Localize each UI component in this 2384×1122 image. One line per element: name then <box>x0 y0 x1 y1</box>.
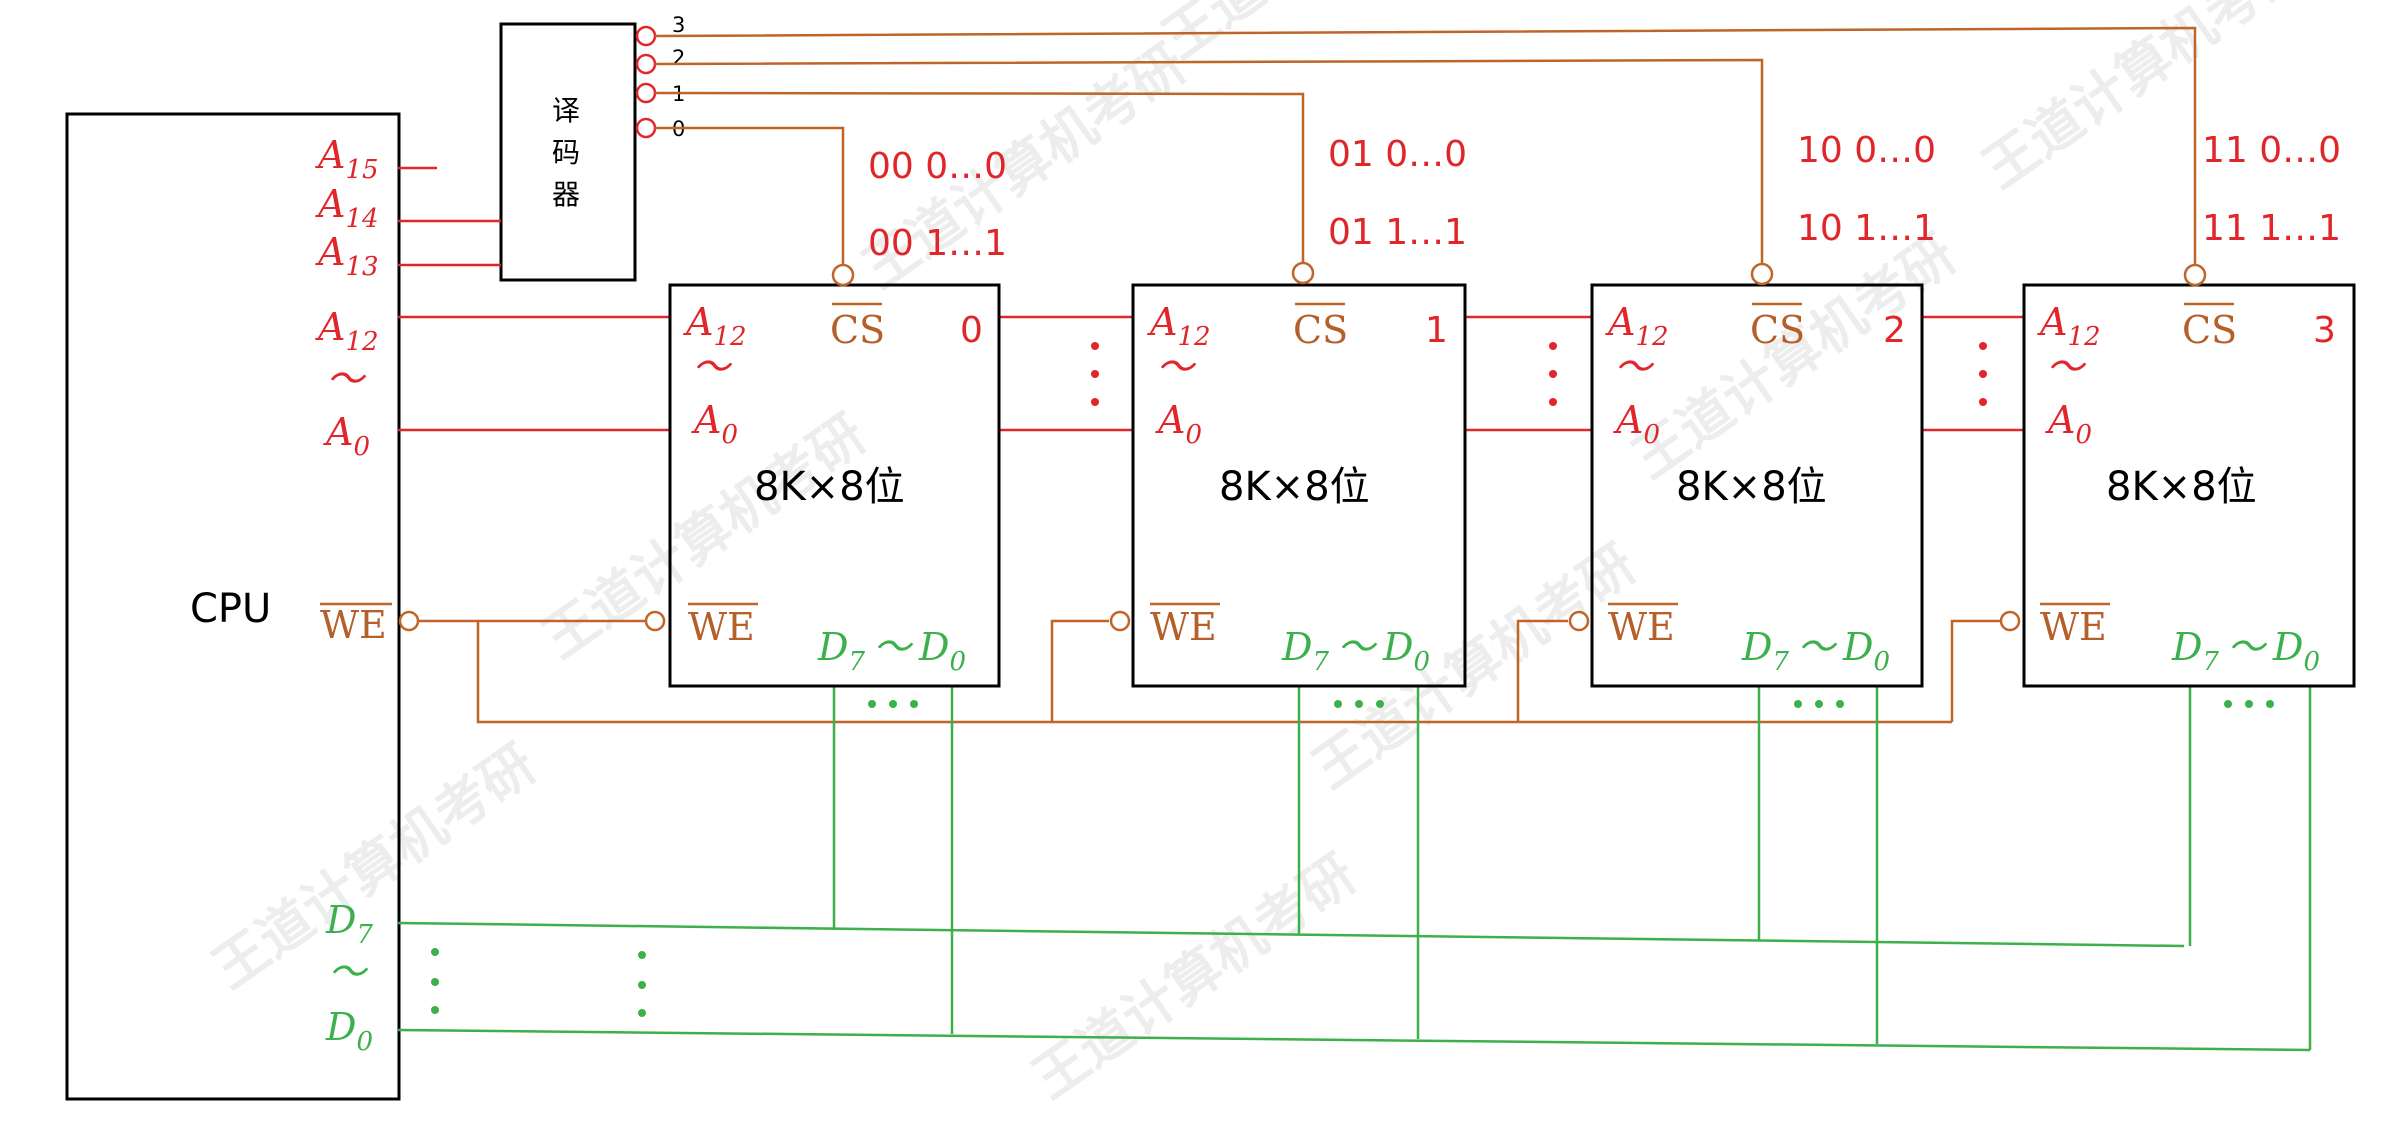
svg-text:CS: CS <box>830 308 885 352</box>
svg-text:D7～D0: D7～D0 <box>817 625 966 677</box>
svg-text:D7: D7 <box>325 898 373 950</box>
decoder-label-1: 译 <box>552 94 580 127</box>
cpu-pin-we: WE <box>320 603 387 647</box>
cpu-pin-a13: A13 <box>315 230 379 282</box>
svg-text:A0: A0 <box>2045 398 2092 450</box>
svg-text:A12: A12 <box>1605 300 1669 352</box>
svg-text:A12: A12 <box>1147 300 1211 352</box>
chip-index: 0 <box>960 310 983 351</box>
cpu-address-range-tilde: ～ <box>326 357 367 401</box>
svg-text:A12: A12 <box>683 300 747 352</box>
cs-line-chip-0 <box>655 126 845 266</box>
cpu-pin-a0: A0 <box>323 410 370 462</box>
data-drop-ellipsis <box>868 700 2274 708</box>
chip-capacity: 8K×8位 <box>2106 464 2257 510</box>
svg-text:～: ～ <box>1156 345 1197 389</box>
chip-capacity: 8K×8位 <box>1676 464 1827 510</box>
svg-text:CS: CS <box>1293 308 1348 352</box>
cpu-pin-a15: A15 <box>315 133 379 185</box>
d7-bus <box>397 921 2185 948</box>
svg-text:3: 3 <box>672 13 685 37</box>
svg-text:王道计算机考研: 王道计算机考研 <box>201 732 547 1000</box>
chip-3-addr-high: 11 1…1 <box>2202 208 2341 249</box>
decoder-output-2: 2 <box>635 46 685 75</box>
svg-text:～: ～ <box>2046 345 2087 389</box>
decoder-block <box>499 22 637 282</box>
svg-text:WE: WE <box>1608 605 1675 649</box>
chip-2-addr-high: 10 1…1 <box>1797 208 1936 249</box>
svg-text:D7～D0: D7～D0 <box>2171 625 2320 677</box>
chip-3-addr-low: 11 0…0 <box>2202 130 2341 171</box>
svg-text:A14: A14 <box>315 182 379 234</box>
chip-index: 3 <box>2313 310 2336 351</box>
memory-chip-0: A12 ～ A0 CS 0 8K×8位 WE D7～D0 <box>644 263 1001 688</box>
cpu-data-bus-ellipsis <box>431 948 646 1017</box>
svg-text:A12: A12 <box>315 305 379 357</box>
svg-text:A13: A13 <box>315 230 379 282</box>
cs-line-chip-1 <box>654 91 1305 264</box>
svg-text:A0: A0 <box>323 410 370 462</box>
svg-text:CS: CS <box>2182 308 2237 352</box>
svg-text:WE: WE <box>2040 605 2107 649</box>
we-tap-chip3 <box>1950 619 2000 722</box>
chip-2-addr-low: 10 0…0 <box>1797 130 1936 171</box>
svg-text:D7～D0: D7～D0 <box>1741 625 1890 677</box>
decoder-label-3: 器 <box>552 178 580 211</box>
memory-chip-2: A12 ～ A0 CS 2 8K×8位 WE D7～D0 <box>1568 262 1924 688</box>
memory-chip-3: A12 ～ A0 CS 3 8K×8位 WE D7～D0 <box>1999 263 2356 688</box>
we-tap-chip2 <box>1516 619 1568 722</box>
decoder-label-2: 码 <box>552 136 580 169</box>
chip-1-addr-high: 01 1…1 <box>1328 212 1467 253</box>
we-tap-chip1 <box>1050 619 1109 722</box>
svg-text:A0: A0 <box>1155 398 1202 450</box>
svg-text:WE: WE <box>688 605 755 649</box>
chip-0-addr-low: 00 0…0 <box>868 146 1007 187</box>
svg-text:A0: A0 <box>1613 398 1660 450</box>
d0-bus <box>397 1028 2311 1052</box>
cpu-pin-a12: A12 <box>315 305 379 357</box>
svg-text:～: ～ <box>1614 345 1655 389</box>
svg-text:D7～D0: D7～D0 <box>1281 625 1430 677</box>
memory-chip-1: A12 ～ A0 CS 1 8K×8位 WE D7～D0 <box>1109 261 1467 688</box>
cpu-data-range-tilde: ～ <box>328 950 369 994</box>
cpu-pin-d0: D0 <box>325 1005 373 1057</box>
chip-capacity: 8K×8位 <box>754 464 905 510</box>
address-bus-ellipsis <box>1091 342 1987 406</box>
cs-line-chip-3 <box>654 26 2197 270</box>
chip-index: 2 <box>1883 310 1906 351</box>
chip-capacity: 8K×8位 <box>1219 464 1370 510</box>
cpu-block <box>65 112 401 1101</box>
svg-text:～: ～ <box>692 345 733 389</box>
svg-text:D0: D0 <box>325 1005 373 1057</box>
chip-0-addr-high: 00 1…1 <box>868 223 1007 264</box>
cpu-pin-d7: D7 <box>325 898 373 950</box>
cpu-we-bubble <box>398 610 420 632</box>
cpu-label: CPU <box>190 586 271 632</box>
svg-text:WE: WE <box>1150 605 1217 649</box>
cpu-pin-a14: A14 <box>315 182 379 234</box>
svg-text:A12: A12 <box>2037 300 2101 352</box>
we-bus <box>476 621 1952 724</box>
chip-1-addr-low: 01 0…0 <box>1328 134 1467 175</box>
decoder-output-3: 3 <box>635 13 685 47</box>
svg-text:A15: A15 <box>315 133 379 185</box>
chip-index: 1 <box>1425 310 1448 351</box>
svg-text:王道计算机考研: 王道计算机考研 <box>1021 842 1367 1110</box>
svg-text:2: 2 <box>672 46 685 70</box>
svg-text:CS: CS <box>1750 308 1805 352</box>
svg-text:王道计算机考研: 王道计算机考研 <box>1621 222 1967 490</box>
cs-line-chip-2 <box>654 58 1764 270</box>
svg-text:A0: A0 <box>691 398 738 450</box>
